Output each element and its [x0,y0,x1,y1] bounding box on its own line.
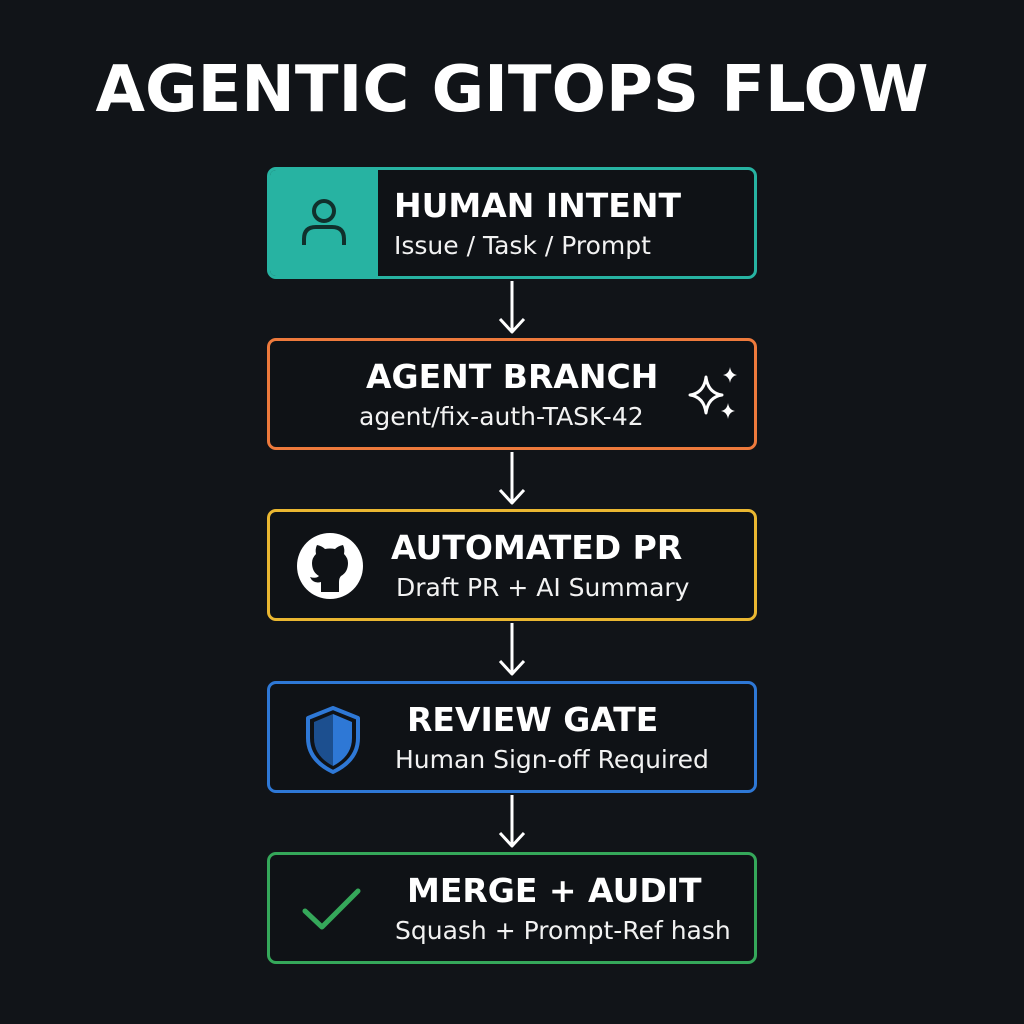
step-title: REVIEW GATE [407,700,659,739]
step-title: HUMAN INTENT [394,186,681,225]
step-human-intent: HUMAN INTENT Issue / Task / Prompt [267,167,757,279]
sparkles-icon [688,367,737,419]
step-automated-pr: AUTOMATED PR Draft PR + AI Summary [267,509,757,621]
checkmark-icon [302,888,361,930]
flow-arrow-icon [498,795,526,848]
flow-arrow-icon [498,623,526,676]
github-icon [297,533,363,599]
step-subtitle: agent/fix-auth-TASK-42 [359,402,644,431]
step-title: MERGE + AUDIT [407,871,702,910]
diagram-title: AGENTIC GITOPS FLOW [95,53,929,127]
step-subtitle: Issue / Task / Prompt [394,231,651,260]
step-subtitle: Human Sign-off Required [395,745,709,774]
person-icon [302,199,346,245]
icon-panel [270,170,378,276]
shield-icon [306,706,360,774]
step-title: AGENT BRANCH [366,357,659,396]
step-review-gate: REVIEW GATE Human Sign-off Required [267,681,757,793]
step-title: AUTOMATED PR [391,528,683,567]
step-merge-audit: MERGE + AUDIT Squash + Prompt-Ref hash [267,852,757,964]
flow-arrow-icon [498,281,526,334]
step-agent-branch: AGENT BRANCH agent/fix-auth-TASK-42 [267,338,757,450]
step-subtitle: Draft PR + AI Summary [396,573,690,602]
flow-arrow-icon [498,452,526,505]
step-subtitle: Squash + Prompt-Ref hash [395,916,731,945]
